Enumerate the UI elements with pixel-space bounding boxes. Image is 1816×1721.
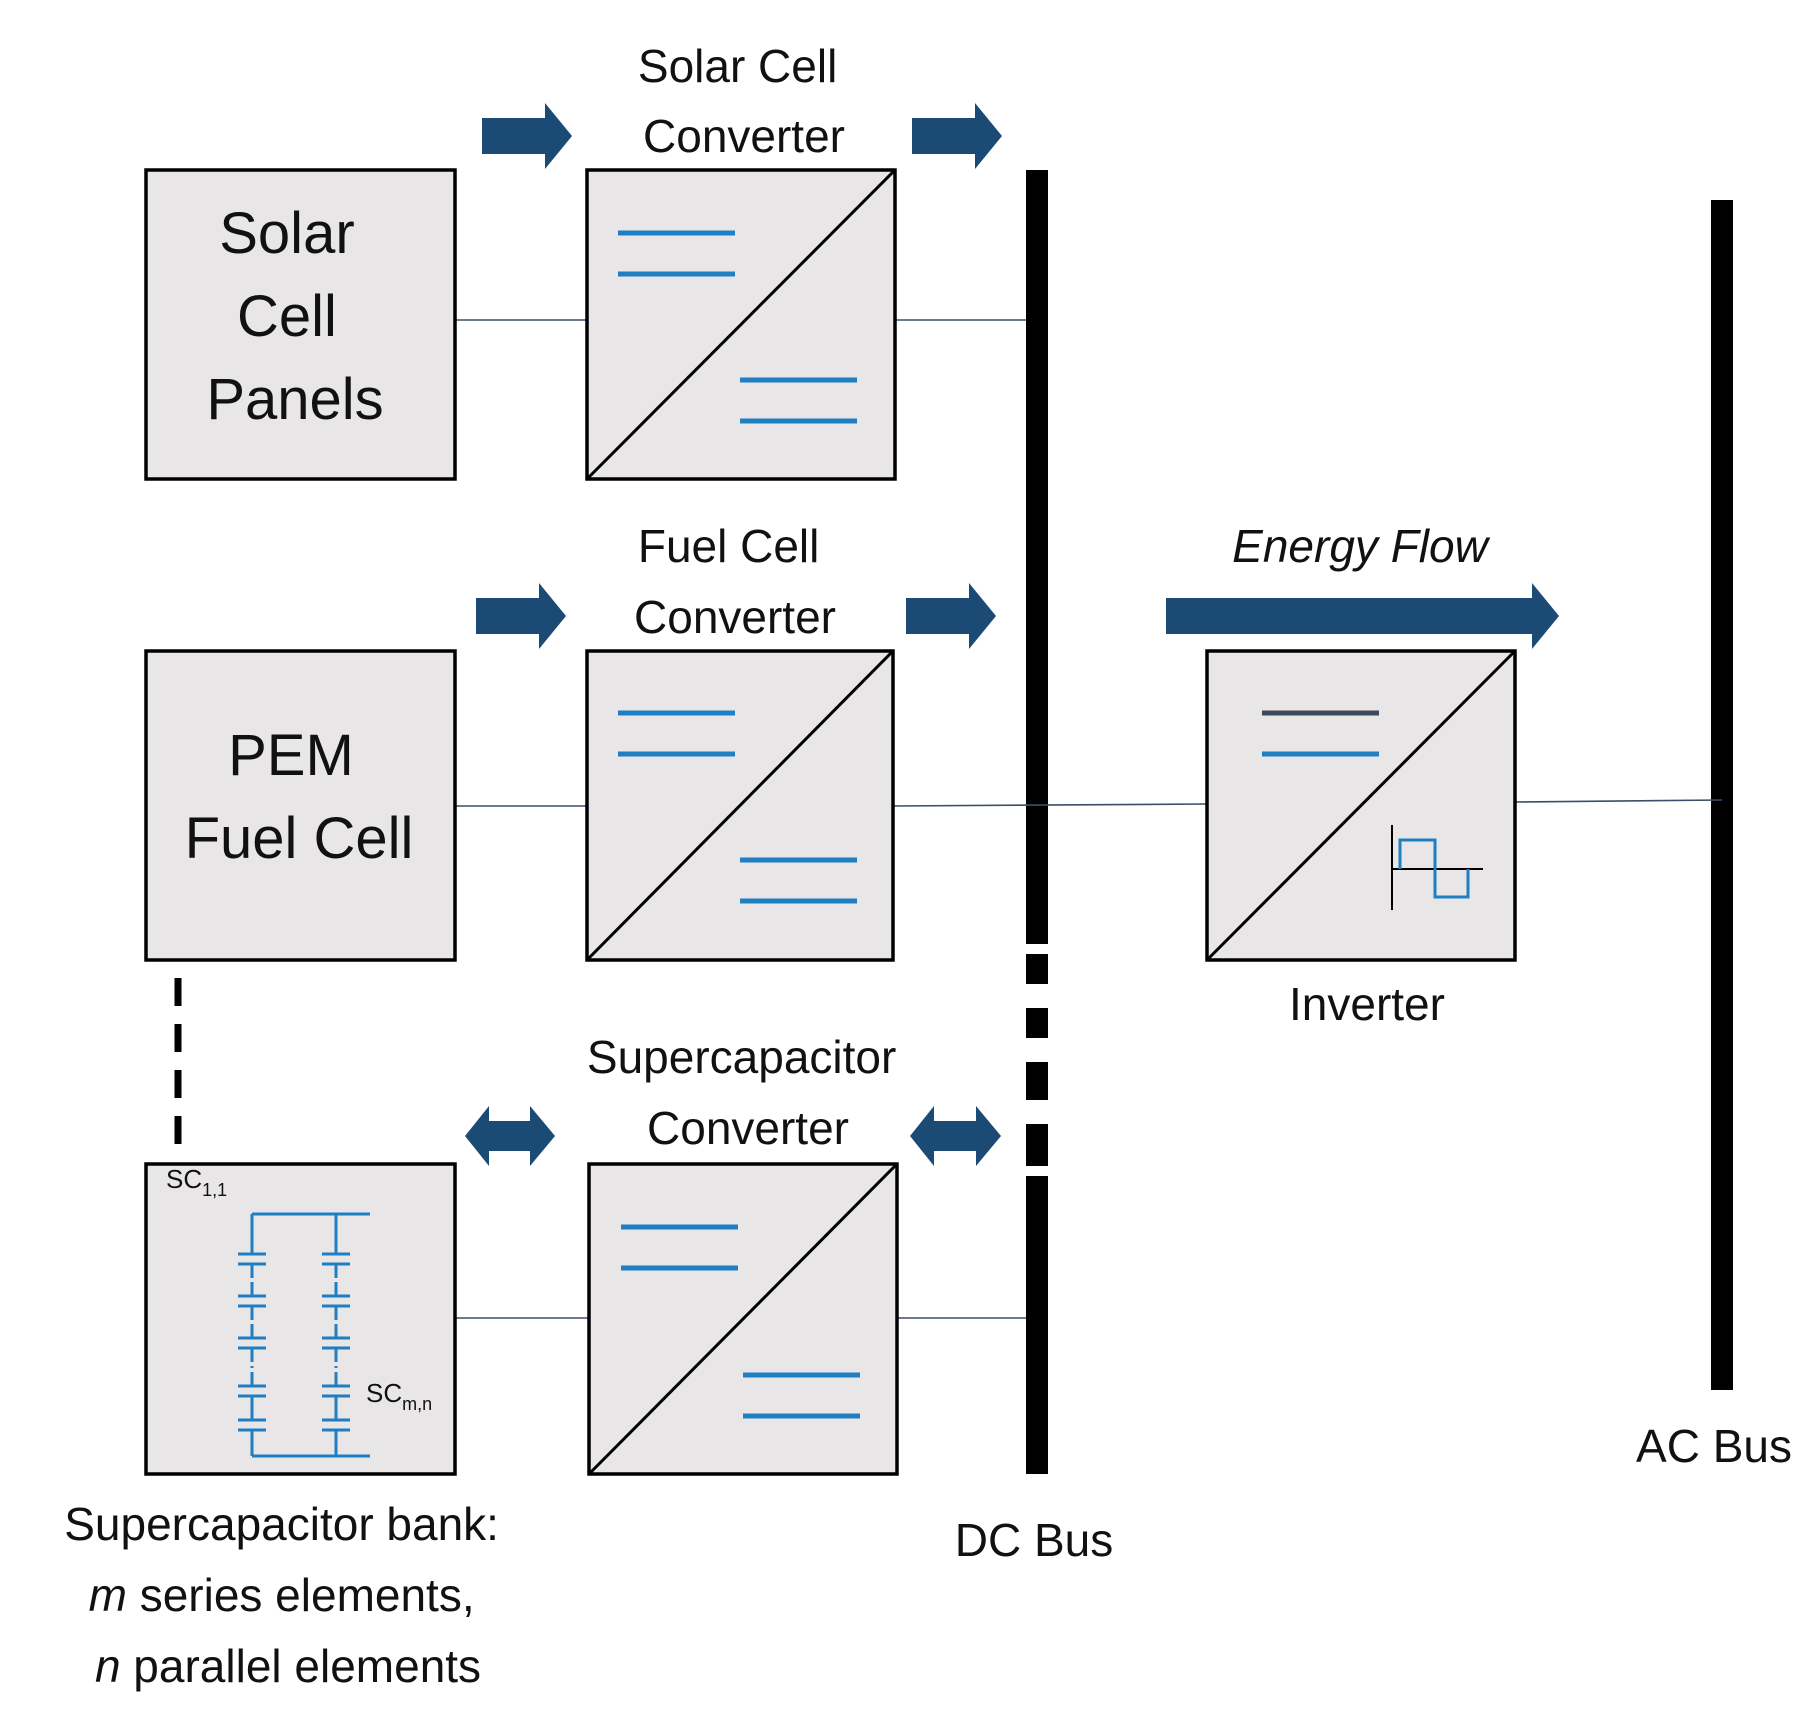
pem-fuel-cell-box <box>144 649 457 962</box>
inverter-block <box>1205 649 1517 962</box>
solar-panels-label: Solar Cell Panels <box>206 201 383 432</box>
arrow-solar-out <box>912 103 1002 169</box>
fuel-cell-converter <box>585 649 895 962</box>
supercap-column-right <box>322 1240 350 1444</box>
arrow-solar-in <box>482 103 572 169</box>
inverter-label: Inverter <box>1289 978 1445 1030</box>
supercapacitor-converter <box>587 1162 899 1476</box>
supercap-cell-lower-1 <box>238 1406 266 1444</box>
dc-bus-dash-2 <box>1026 1008 1048 1038</box>
arrow-supercap-bidirectional-right <box>910 1106 1001 1166</box>
solar-converter-label: Solar Cell Converter <box>638 40 850 162</box>
fuel-converter-label: Fuel Cell Converter <box>634 520 836 643</box>
energy-flow-label: Energy Flow <box>1232 520 1490 572</box>
supercap-column-left <box>238 1240 266 1444</box>
dc-bus-upper <box>1026 170 1048 944</box>
arrow-supercap-bidirectional-left <box>465 1106 555 1166</box>
supercap-bank-caption: Supercapacitor bank: m series elements, … <box>64 1498 512 1692</box>
wire-fuel-converter-to-inverter <box>892 803 1208 807</box>
wire-inverter-to-ac <box>1514 799 1723 803</box>
supercap-bank-box <box>144 1162 457 1476</box>
dc-bus-label: DC Bus <box>955 1514 1113 1566</box>
dc-bus-dash-1 <box>1026 954 1048 984</box>
supercap-first-cell-label: SC1,1 <box>166 1164 227 1200</box>
supercap-last-cell-label: SCm,n <box>366 1378 432 1414</box>
ac-wave-icon <box>1398 838 1470 899</box>
supercap-cell-upper-0 <box>238 1240 266 1278</box>
arrow-fuel-in <box>476 583 566 649</box>
supercap-cell-upper-1 <box>238 1282 266 1320</box>
solar-cell-converter <box>585 168 897 481</box>
ac-bus-label: AC Bus <box>1636 1420 1792 1472</box>
arrow-fuel-out <box>906 583 996 649</box>
supercap-cell-upper-2 <box>322 1324 350 1362</box>
dc-bus-dash-3 <box>1026 1062 1048 1100</box>
supercap-cell-upper-2 <box>238 1324 266 1362</box>
supercap-cell-upper-0 <box>322 1240 350 1278</box>
supercap-cell-lower-1 <box>322 1406 350 1444</box>
supercap-cell-upper-1 <box>322 1282 350 1320</box>
solar-panels-box <box>144 168 457 481</box>
supercap-converter-label: Supercapacitor Converter <box>587 1031 909 1154</box>
dc-bus-dash-4 <box>1026 1124 1048 1166</box>
pem-fuel-cell-label: PEM Fuel Cell <box>185 723 414 871</box>
ac-bus <box>1711 200 1733 1390</box>
energy-flow-arrow <box>1166 583 1559 649</box>
dc-bus-lower <box>1026 1176 1048 1474</box>
